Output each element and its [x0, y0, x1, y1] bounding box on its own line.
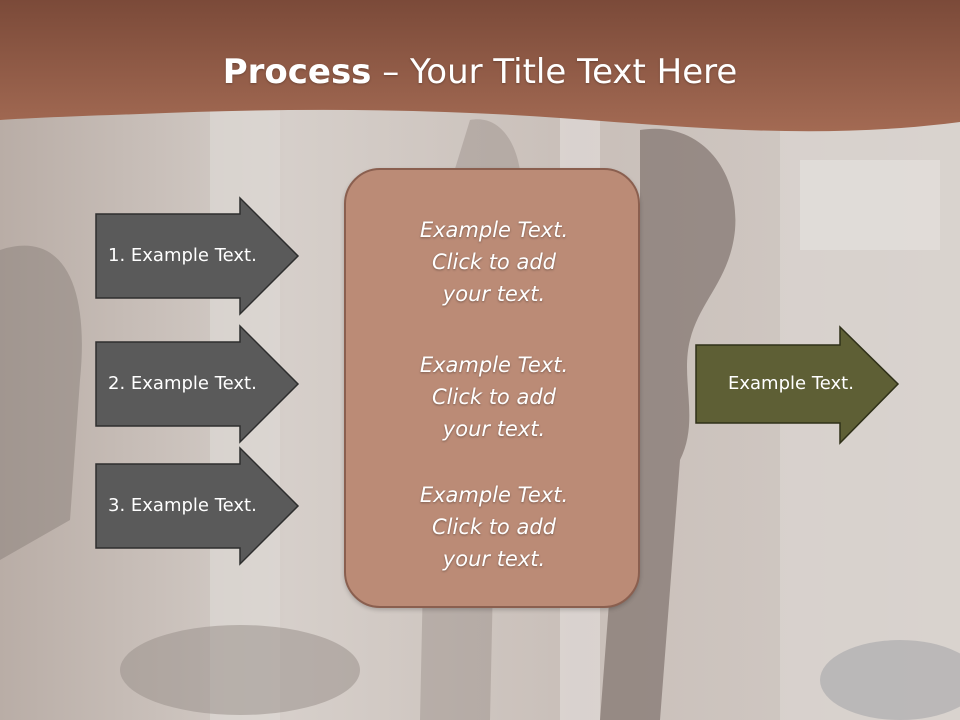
step-arrow-1[interactable]: 1. Example Text. [95, 196, 300, 316]
step-label-3: 3. Example Text. [108, 495, 257, 516]
center-text-box[interactable]: Example Text. Click to add your text. Ex… [344, 168, 640, 608]
paragraph-line: Example Text. [419, 483, 569, 507]
paragraph-line: Example Text. [419, 218, 569, 242]
paragraph-line: Example Text. [419, 353, 569, 377]
center-paragraph-2[interactable]: Example Text. Click to add your text. [346, 349, 642, 445]
title-rest: – Your Title Text Here [371, 52, 738, 92]
title-bold: Process [222, 52, 372, 92]
step-arrow-3[interactable]: 3. Example Text. [95, 446, 300, 566]
arrow-shape [95, 196, 300, 316]
paragraph-line: Click to add [431, 250, 556, 274]
arrow-shape [695, 325, 900, 445]
paragraph-line: your text. [442, 282, 546, 306]
paragraph-line: Click to add [431, 385, 556, 409]
arrow-shape [95, 324, 300, 444]
step-label-2: 2. Example Text. [108, 373, 257, 394]
result-label: Example Text. [728, 373, 854, 394]
result-arrow[interactable]: Example Text. [695, 325, 900, 445]
step-arrow-2[interactable]: 2. Example Text. [95, 324, 300, 444]
paragraph-line: your text. [442, 417, 546, 441]
center-paragraph-1[interactable]: Example Text. Click to add your text. [346, 214, 642, 310]
paragraph-line: Click to add [431, 515, 556, 539]
arrow-shape [95, 446, 300, 566]
center-paragraph-3[interactable]: Example Text. Click to add your text. [346, 479, 642, 575]
paragraph-line: your text. [442, 547, 546, 571]
slide-title: Process – Your Title Text Here [0, 52, 960, 92]
step-label-1: 1. Example Text. [108, 245, 257, 266]
